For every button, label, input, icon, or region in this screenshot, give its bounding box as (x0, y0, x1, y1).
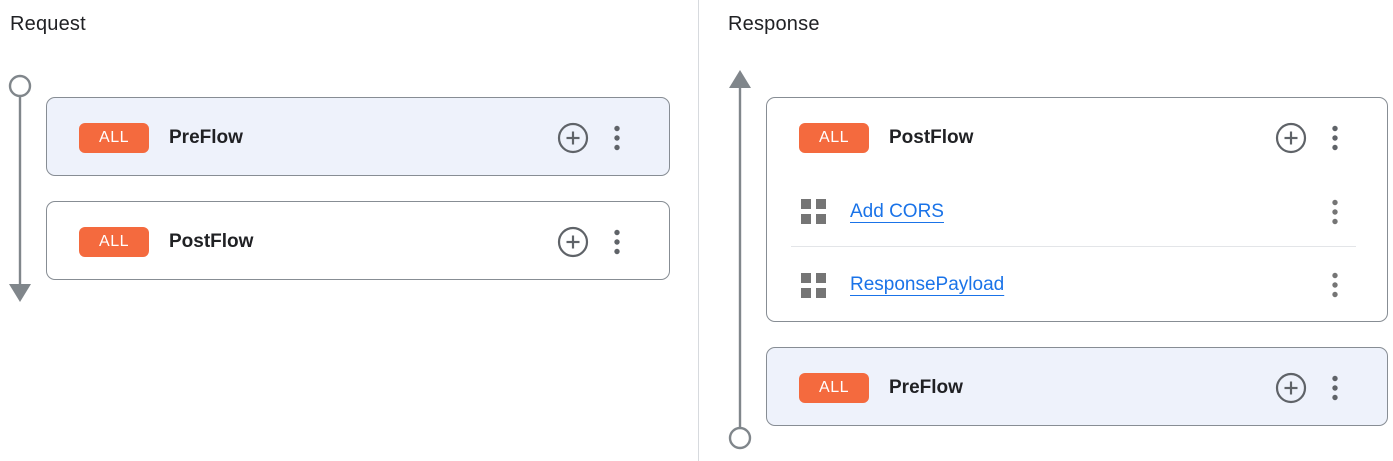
condition-badge: ALL (79, 122, 149, 153)
plus-circle-icon (1275, 122, 1307, 153)
policy-row: ResponsePayload (767, 247, 1387, 323)
policy-grid-icon (801, 199, 826, 224)
request-panel-title: Request (10, 13, 86, 35)
policy-link-responsepayload[interactable]: ResponsePayload (850, 274, 1005, 295)
policy-row-divider (791, 246, 1356, 247)
kebab-menu-icon (1332, 199, 1338, 224)
plus-circle-icon (1275, 372, 1307, 403)
policy-menu-button[interactable] (1327, 269, 1343, 301)
kebab-menu-icon (614, 229, 620, 254)
kebab-menu-icon (614, 125, 620, 150)
response-postflow-card[interactable]: ALL PostFlow (766, 97, 1388, 322)
flow-header: ALL PreFlow (47, 98, 669, 177)
panel-divider (698, 0, 699, 461)
add-policy-button[interactable] (1275, 372, 1307, 404)
plus-circle-icon (557, 226, 589, 257)
condition-badge: ALL (799, 372, 869, 403)
policy-row: Add CORS (767, 177, 1387, 246)
response-timeline-arrow-up-icon (728, 70, 752, 450)
add-policy-button[interactable] (1275, 122, 1307, 154)
policy-menu-button[interactable] (1327, 196, 1343, 228)
policy-grid-icon (801, 272, 826, 298)
condition-badge: ALL (79, 226, 149, 257)
flow-name: PostFlow (169, 230, 254, 252)
flow-header: ALL PostFlow (47, 202, 669, 281)
request-postflow-card[interactable]: ALL PostFlow (46, 201, 670, 280)
flow-menu-button[interactable] (1327, 122, 1343, 154)
request-preflow-card[interactable]: ALL PreFlow (46, 97, 670, 176)
request-timeline-arrow-down-icon (8, 74, 32, 302)
add-policy-button[interactable] (557, 122, 589, 154)
response-panel-title: Response (728, 13, 820, 35)
plus-circle-icon (557, 122, 589, 153)
flow-menu-button[interactable] (609, 122, 625, 154)
kebab-menu-icon (1332, 125, 1338, 150)
condition-badge: ALL (799, 122, 869, 153)
flow-name: PostFlow (889, 126, 974, 148)
flow-menu-button[interactable] (609, 226, 625, 258)
flow-menu-button[interactable] (1327, 372, 1343, 404)
policy-link-add-cors[interactable]: Add CORS (850, 200, 944, 222)
kebab-menu-icon (1332, 272, 1338, 298)
kebab-menu-icon (1332, 375, 1338, 400)
flow-name: PreFlow (889, 376, 963, 398)
flow-header: ALL PostFlow (767, 98, 1387, 177)
flow-header: ALL PreFlow (767, 348, 1387, 427)
flow-name: PreFlow (169, 126, 243, 148)
response-preflow-card[interactable]: ALL PreFlow (766, 347, 1388, 426)
add-policy-button[interactable] (557, 226, 589, 258)
